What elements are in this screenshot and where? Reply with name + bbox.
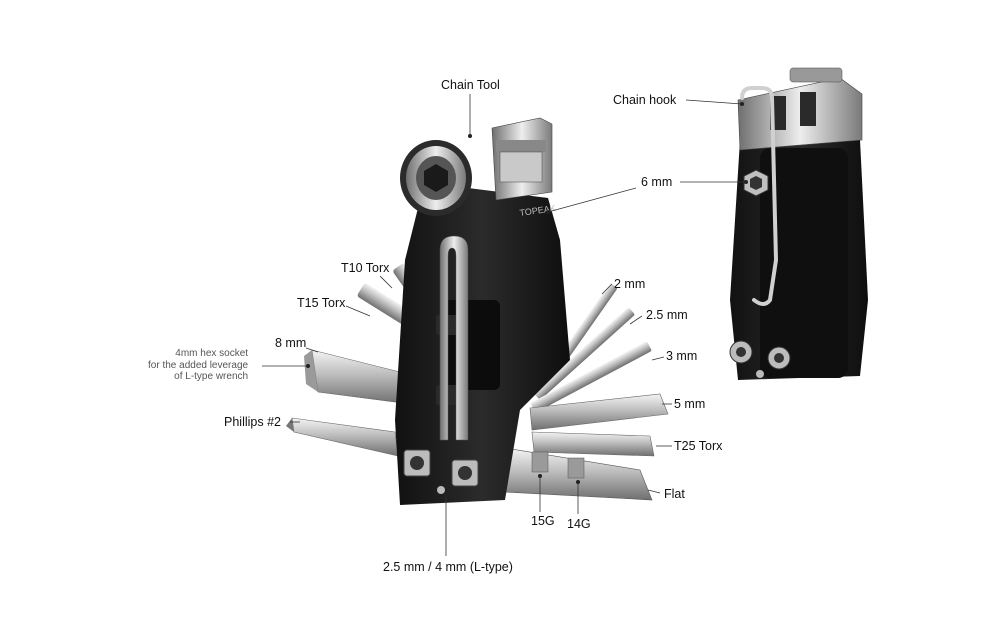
bit-2-5mm-hex xyxy=(534,307,635,400)
label-8mm: 8 mm xyxy=(275,336,307,350)
back-chain-tool xyxy=(737,67,863,151)
front-multitool: TOPEAK xyxy=(286,117,669,505)
label-chain-tool: Chain Tool xyxy=(441,78,500,92)
note-line-1: 4mm hex socket xyxy=(175,348,249,359)
bit-flat xyxy=(504,447,653,501)
note-line-2: for the added leverage xyxy=(148,359,249,371)
label-15g: 15G xyxy=(531,514,555,528)
label-t10-torx: T10 Torx xyxy=(341,261,390,275)
bit-3mm-hex xyxy=(530,341,652,413)
bit-8mm-hex xyxy=(304,349,411,405)
label-5mm: 5 mm xyxy=(674,397,706,411)
bit-phillips xyxy=(286,417,399,457)
label-2mm: 2 mm xyxy=(614,277,646,291)
label-14g: 14G xyxy=(567,517,591,531)
label-l-type: 2.5 mm / 4 mm (L-type) xyxy=(383,560,513,574)
label-flat: Flat xyxy=(664,487,685,501)
back-multitool xyxy=(729,67,868,380)
note-line-3: of L-type wrench xyxy=(174,371,249,382)
front-body: TOPEAK xyxy=(395,188,570,505)
label-3mm: 3 mm xyxy=(666,349,698,363)
bit-5mm-hex xyxy=(529,393,669,431)
label-t15-torx: T15 Torx xyxy=(297,296,346,310)
label-phillips: Phillips #2 xyxy=(224,415,281,429)
label-chain-hook: Chain hook xyxy=(613,93,677,107)
chain-hook-wire xyxy=(740,86,779,306)
label-hex-socket-note: 4mm hex socket for the added leverage of… xyxy=(148,348,248,383)
leader-lines xyxy=(262,94,748,556)
label-2-5mm: 2.5 mm xyxy=(646,308,688,322)
label-t25-torx: T25 Torx xyxy=(674,439,723,453)
bit-t25-torx xyxy=(531,431,655,457)
chain-tool xyxy=(400,117,553,216)
label-6mm: 6 mm xyxy=(641,175,673,189)
